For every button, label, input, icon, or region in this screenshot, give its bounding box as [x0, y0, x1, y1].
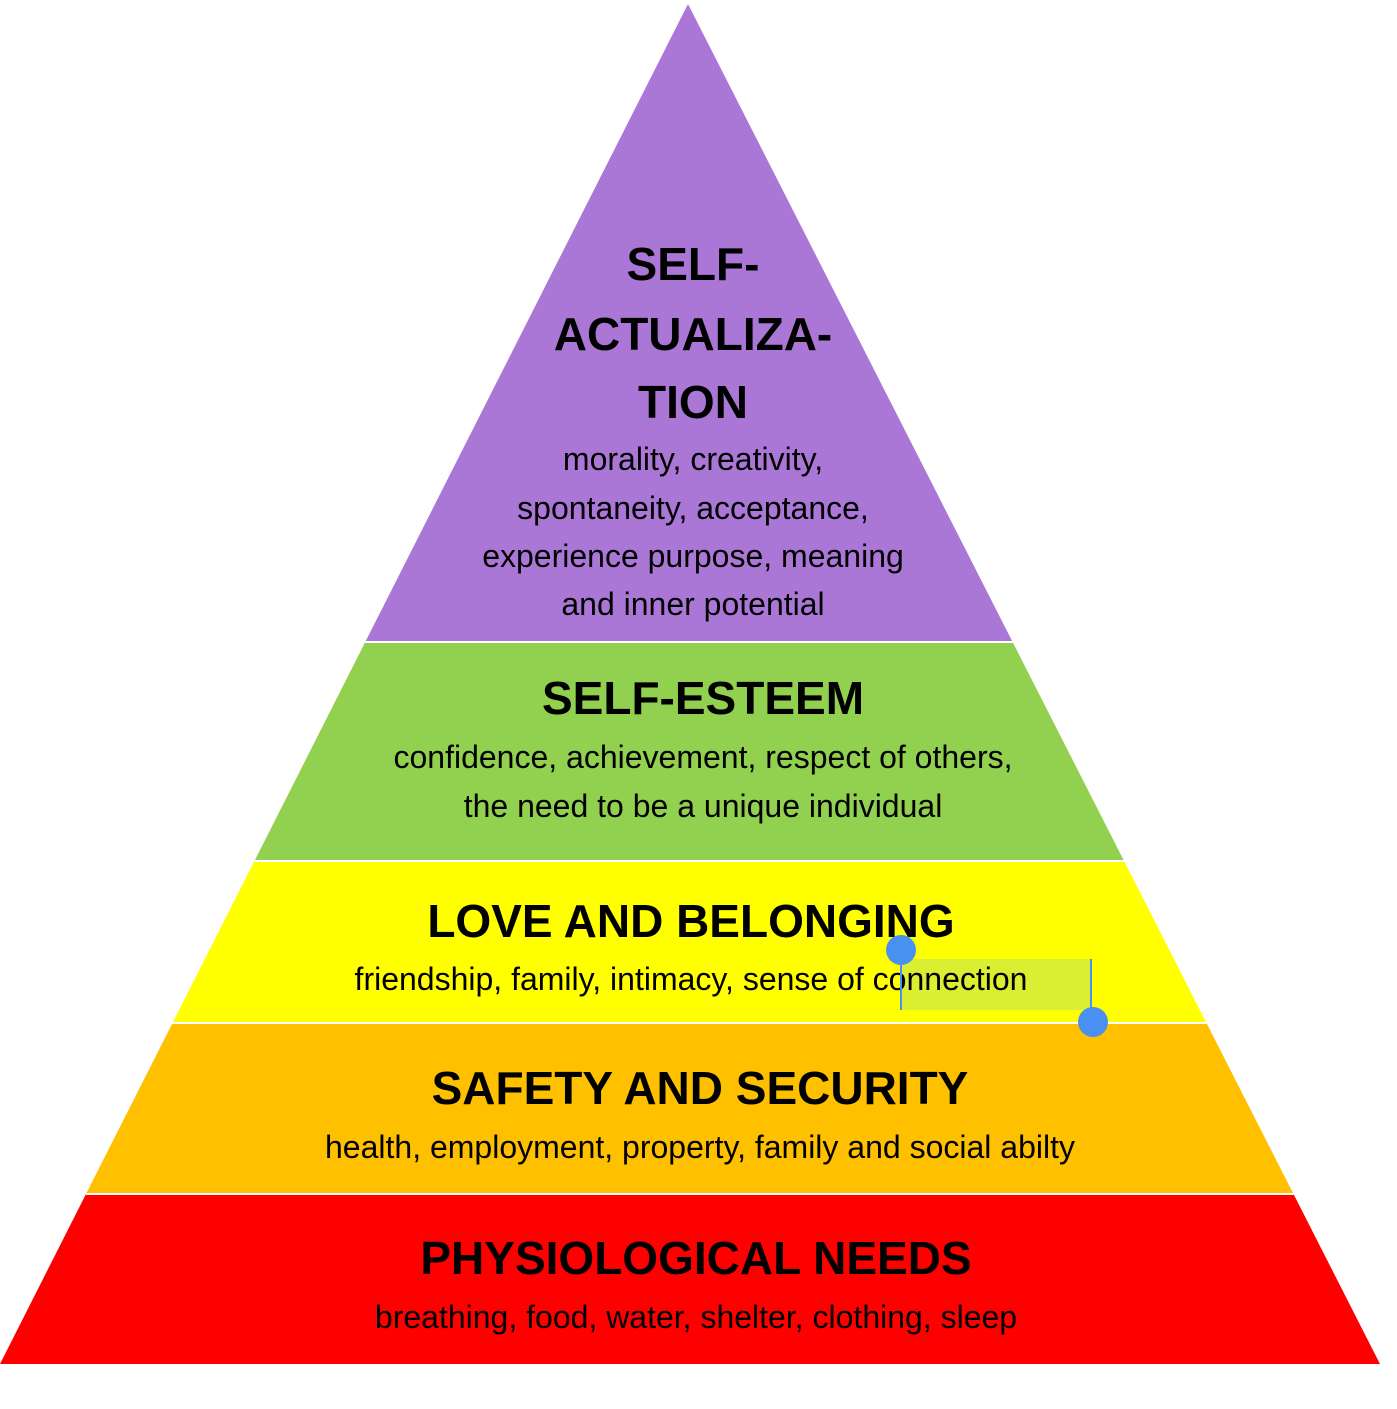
tier-title-self-esteem: SELF-ESTEEM: [542, 672, 864, 724]
tier-description-self-actualization[interactable]: experience purpose, meaning: [482, 538, 904, 574]
tier-description-safety-and-security[interactable]: health, employment, property, family and…: [325, 1129, 1075, 1165]
text-selection-handles[interactable]: [886, 935, 1108, 1037]
text-selection-highlight: [901, 959, 1091, 1010]
tier-labels: SELF- ACTUALIZA- TION morality, creativity,…: [325, 238, 1075, 1335]
tier-description-self-esteem[interactable]: confidence, achievement, respect of othe…: [393, 739, 1012, 775]
tier-safety-and-security: [86, 1023, 1294, 1194]
tier-physiological-needs: [0, 1194, 1380, 1364]
selection-handle-dot[interactable]: [1078, 1007, 1108, 1037]
tier-description-self-actualization[interactable]: morality, creativity,: [563, 441, 823, 477]
tier-description-love-and-belonging[interactable]: friendship, family, intimacy, sense of c…: [355, 961, 1028, 997]
tier-title-physiological-needs: PHYSIOLOGICAL NEEDS: [420, 1232, 971, 1284]
tier-description-self-actualization[interactable]: and inner potential: [561, 586, 824, 622]
selection-start-handle[interactable]: [886, 935, 916, 1010]
tier-description-self-esteem[interactable]: the need to be a unique individual: [464, 788, 943, 824]
tier-dividers: [86, 641, 1294, 1195]
tier-title-self-actualization: ACTUALIZA-: [554, 308, 833, 360]
tier-title-self-actualization: TION: [638, 376, 748, 428]
tier-title-self-actualization: SELF-: [627, 238, 760, 290]
tier-self-esteem: [254, 642, 1125, 861]
tier-description-self-actualization[interactable]: spontaneity, acceptance,: [517, 490, 869, 526]
pyramid-tiers: [0, 4, 1380, 1364]
tier-description-physiological-needs[interactable]: breathing, food, water, shelter, clothin…: [375, 1299, 1017, 1335]
selection-handle-dot[interactable]: [886, 935, 916, 965]
tier-title-safety-and-security: SAFETY AND SECURITY: [432, 1062, 969, 1114]
tier-self-actualization: [365, 4, 1013, 642]
selected-text-connection: [901, 959, 1091, 1010]
selection-end-handle[interactable]: [1078, 959, 1108, 1037]
tier-title-love-and-belonging: LOVE AND BELONGING: [427, 895, 954, 947]
